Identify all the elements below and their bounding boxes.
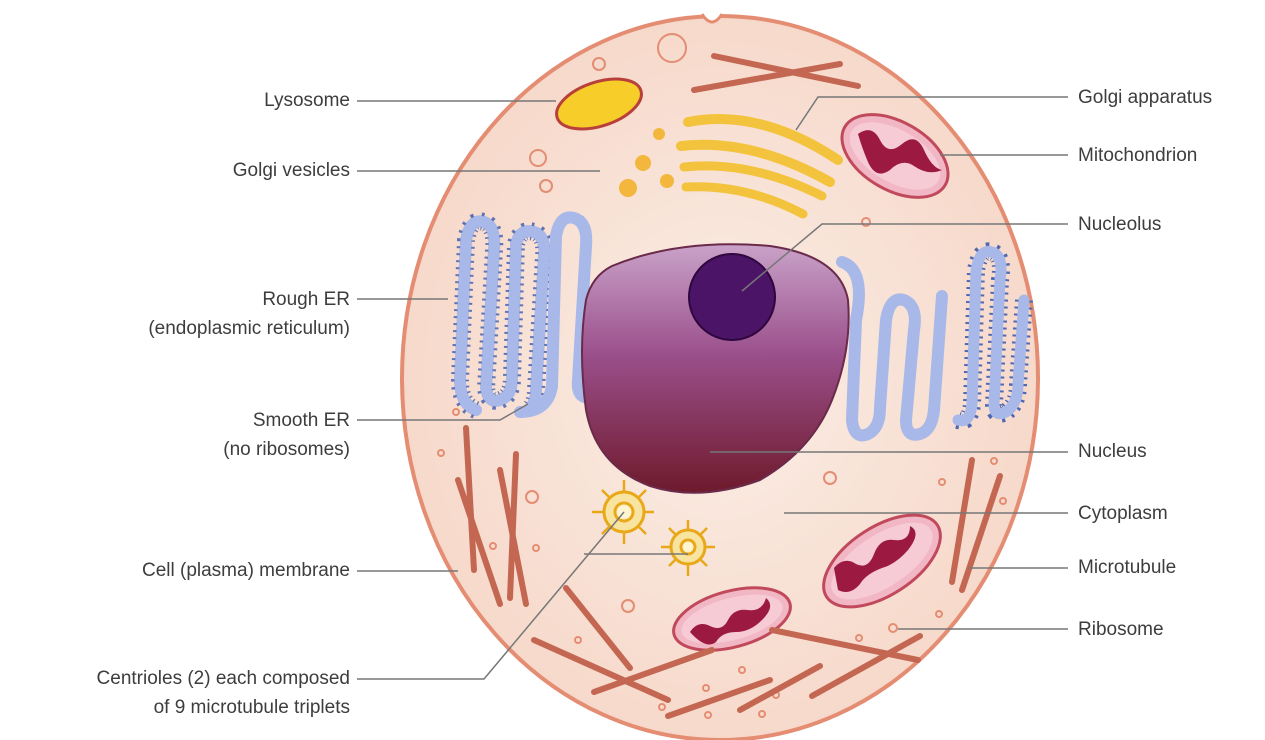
label-line: Centrioles (2) each composed	[97, 664, 350, 693]
label-line: Golgi apparatus	[1078, 83, 1212, 112]
label-golgi-apparatus: Golgi apparatus	[1078, 83, 1212, 112]
label-cell-membrane: Cell (plasma) membrane	[142, 556, 350, 585]
label-line: Nucleolus	[1078, 210, 1161, 239]
label-line: (endoplasmic reticulum)	[148, 314, 350, 343]
label-lysosome: Lysosome	[264, 86, 350, 115]
label-line: Cytoplasm	[1078, 499, 1168, 528]
label-line: Cell (plasma) membrane	[142, 556, 350, 585]
nucleolus-shape	[689, 254, 775, 340]
label-line: Nucleus	[1078, 437, 1147, 466]
label-line: Smooth ER	[223, 406, 350, 435]
label-line: Microtubule	[1078, 553, 1176, 582]
label-microtubule: Microtubule	[1078, 553, 1176, 582]
label-mitochondrion: Mitochondrion	[1078, 141, 1197, 170]
label-line: (no ribosomes)	[223, 435, 350, 464]
label-line: Ribosome	[1078, 615, 1164, 644]
label-line: Lysosome	[264, 86, 350, 115]
label-line: Mitochondrion	[1078, 141, 1197, 170]
label-line: of 9 microtubule triplets	[97, 693, 350, 722]
label-centrioles: Centrioles (2) each composed of 9 microt…	[97, 664, 350, 722]
label-rough-er: Rough ER (endoplasmic reticulum)	[148, 285, 350, 343]
label-nucleus: Nucleus	[1078, 437, 1147, 466]
label-line: Rough ER	[148, 285, 350, 314]
label-cytoplasm: Cytoplasm	[1078, 499, 1168, 528]
label-golgi-vesicles: Golgi vesicles	[233, 156, 350, 185]
label-smooth-er: Smooth ER (no ribosomes)	[223, 406, 350, 464]
label-nucleolus: Nucleolus	[1078, 210, 1161, 239]
label-ribosome: Ribosome	[1078, 615, 1164, 644]
label-line: Golgi vesicles	[233, 156, 350, 185]
